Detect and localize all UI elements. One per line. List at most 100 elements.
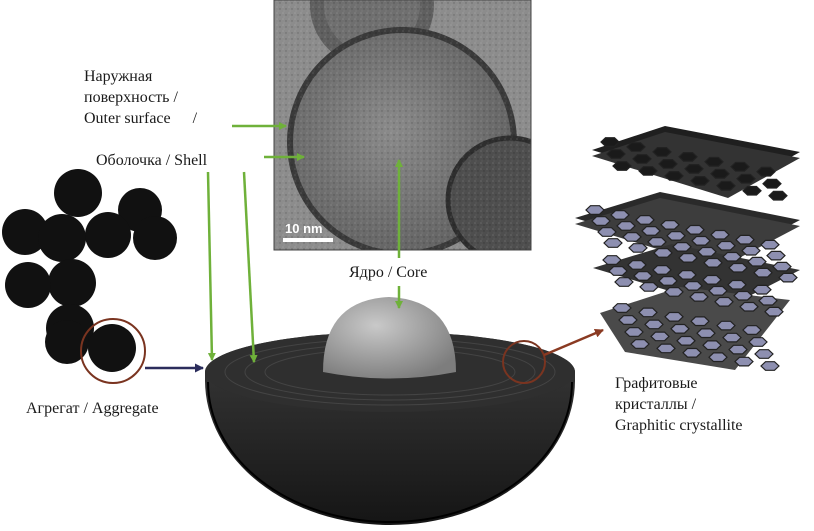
graphene-hexagon <box>624 327 644 337</box>
graphene-hexagon <box>753 267 773 278</box>
graphene-hexagon <box>603 238 623 248</box>
graphene-hexagon <box>683 281 703 291</box>
graphene-hexagon <box>628 243 648 253</box>
graphene-hexagon <box>756 166 776 177</box>
graphene-hexagon <box>676 335 696 346</box>
graphene-hexagon <box>722 332 742 343</box>
graphene-hexagon <box>639 282 659 292</box>
graphene-hexagon <box>630 339 650 349</box>
aggregate-label: Агрегат / Aggregate <box>26 400 159 417</box>
graphene-hexagon <box>606 149 626 159</box>
graphene-hexagon <box>727 279 747 290</box>
particle-hemisphere <box>205 297 575 525</box>
crystallite-arrow <box>543 328 604 357</box>
graphene-hexagon <box>772 261 792 272</box>
graphene-hexagon <box>704 156 724 167</box>
graphene-hexagon <box>647 237 667 247</box>
graphene-hexagon <box>710 229 730 240</box>
graphene-hexagon <box>768 190 788 201</box>
scale-bar <box>283 238 333 242</box>
highlighted-particle-ring <box>80 318 146 384</box>
graphene-hexagon <box>716 320 736 331</box>
graphene-hexagon <box>760 361 780 371</box>
graphene-hexagon <box>658 159 678 169</box>
graphene-hexagon <box>710 168 730 179</box>
outer-surface-label-line: Outer surface/ <box>84 110 198 127</box>
graphene-hexagon <box>702 340 722 351</box>
graphene-hexagon <box>658 276 678 286</box>
graphene-hexagon <box>638 166 658 176</box>
graphitic-stack <box>575 126 800 371</box>
graphene-hexagon <box>614 277 634 287</box>
graphene-hexagon <box>734 356 754 367</box>
graphene-hexagon <box>664 287 684 297</box>
graphene-hexagon <box>714 296 734 307</box>
graphene-hexagon <box>764 306 784 317</box>
graphene-hexagon <box>633 271 653 281</box>
graphene-hexagon <box>748 337 768 347</box>
outer-surface-slash: / <box>192 110 198 127</box>
graphene-hexagon <box>685 224 705 235</box>
graphene-hexagon <box>696 328 716 339</box>
graphene-hexagon <box>697 246 717 257</box>
graphene-hexagon <box>597 227 617 237</box>
graphene-hexagon <box>722 251 742 262</box>
graphene-hexagon <box>684 164 704 174</box>
shell-arrow-down-2 <box>242 171 258 363</box>
graphene-hexagon <box>635 215 655 225</box>
graphene-hexagon <box>728 344 748 355</box>
graphene-hexagon <box>703 257 723 268</box>
outer-surface-label: Наружная поверхность / Outer surface/ <box>84 66 197 129</box>
graphene-hexagon <box>585 205 605 215</box>
graphene-hexagon <box>708 352 728 363</box>
graphene-hexagon <box>677 270 697 280</box>
tem-micrograph <box>273 0 532 251</box>
graphene-hexagon <box>626 142 646 152</box>
graphene-hexagon <box>678 152 698 162</box>
graphene-hexagon <box>670 323 690 334</box>
graphene-hexagon <box>702 274 722 285</box>
outer-surface-label-line: поверхность / <box>84 89 178 106</box>
graphene-hexagon <box>608 266 628 276</box>
graphene-hexagon <box>766 250 786 261</box>
graphene-hexagon <box>612 161 632 171</box>
graphene-hexagon <box>739 301 759 312</box>
graphene-hexagon <box>689 292 709 302</box>
graphene-hexagon <box>747 256 767 267</box>
graphene-hexagon <box>730 161 750 172</box>
shell-arrow-down-1 <box>206 171 216 361</box>
graphene-hexagon <box>612 303 632 313</box>
graphene-hexagon <box>664 311 684 322</box>
graphene-hexagon <box>644 319 664 330</box>
hexagonal-lattice <box>585 137 798 371</box>
graphene-hexagon <box>638 307 658 318</box>
graphene-hexagon <box>666 231 686 241</box>
graphene-hexagon <box>716 180 736 191</box>
graphene-hexagon <box>762 178 782 189</box>
outer-surface-label-line: Наружная <box>84 68 153 85</box>
scale-bar-label: 10 nm <box>285 221 323 236</box>
graphene-hexagon <box>733 290 753 301</box>
graphitic-crystallite-label: Графитовые кристаллы / Graphitic crystal… <box>615 373 743 436</box>
core-dome <box>323 297 456 379</box>
graphene-hexagon <box>760 239 780 250</box>
aggregate-cluster <box>2 169 177 384</box>
graphene-hexagon <box>754 349 774 359</box>
graphene-hexagon <box>632 154 652 164</box>
graphene-hexagon <box>690 316 710 327</box>
graphene-hexagon <box>678 253 698 263</box>
graphene-hexagon <box>728 262 748 273</box>
graphene-hexagon <box>741 245 761 256</box>
graphene-hexagon <box>690 176 710 186</box>
graphene-hexagon <box>752 284 772 295</box>
crystallite-ring <box>502 340 546 384</box>
graphene-hexagon <box>656 343 676 354</box>
graphene-hexagon <box>618 315 638 325</box>
graphene-hexagon <box>602 255 622 265</box>
graphene-hexagon <box>778 272 798 283</box>
graphene-hexagon <box>616 221 636 231</box>
graphitic-label-line: Graphitic crystallite <box>615 417 743 434</box>
graphene-hexagon <box>652 265 672 275</box>
graphene-hexagon <box>653 248 673 258</box>
